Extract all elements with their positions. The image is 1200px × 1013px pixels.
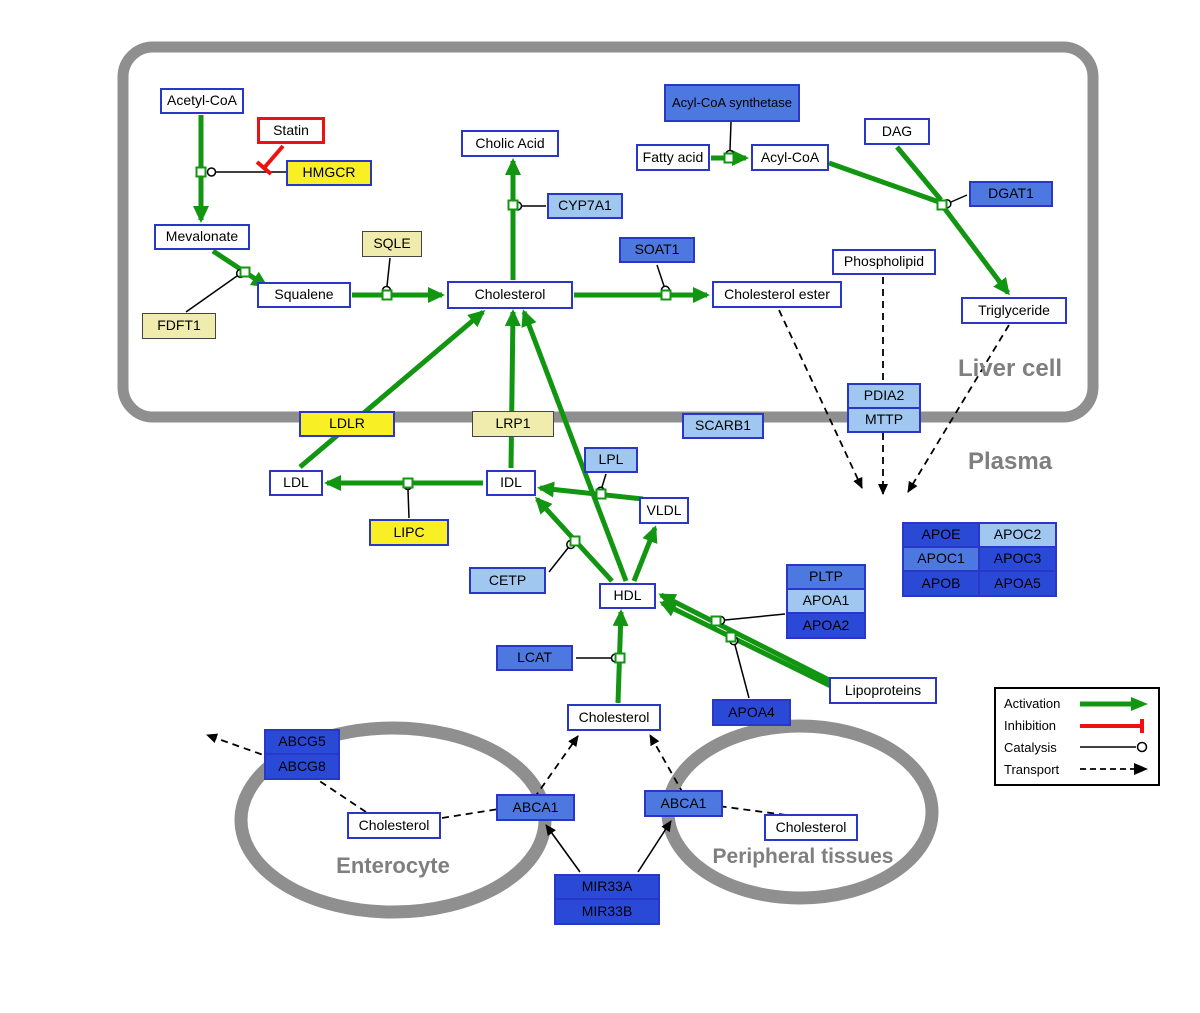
activation-arrow-icon [1080,696,1148,711]
node-fatty-acid[interactable]: Fatty acid [636,144,710,171]
node-sqle[interactable]: SQLE [362,231,422,257]
edge-cholesterol-abcg-lumen [206,733,367,813]
node-cholesterol-liver[interactable]: Cholesterol [447,281,573,309]
node-ldlr[interactable]: LDLR [299,411,395,437]
edge-soat1-catalysis [656,264,671,296]
reaction-nodes [195,152,948,664]
edge-lipoproteins-hdl-2 [659,600,845,695]
node-fdft1[interactable]: FDFT1 [142,313,216,339]
node-hdl[interactable]: HDL [599,583,656,609]
node-cetp[interactable]: CETP [469,567,546,594]
node-ldl[interactable]: LDL [269,470,323,496]
node-triglyceride[interactable]: Triglyceride [961,297,1067,324]
node-cholesterol-ester[interactable]: Cholesterol ester [712,281,842,308]
node-apoc2[interactable]: APOC2 [978,522,1057,548]
node-acyl-coa-synthetase[interactable]: Acyl-CoA synthetase [664,84,800,122]
node-cyp7a1[interactable]: CYP7A1 [547,193,623,219]
node-soat1[interactable]: SOAT1 [619,237,695,263]
inhibition-tbar-icon [1080,718,1144,733]
legend-inhibition-label: Inhibition [1004,718,1057,734]
edge-apoa4-catalysis [729,635,750,699]
edge-lipc-catalysis [403,480,413,519]
liver-cell-membrane [117,41,1099,423]
node-lrp1[interactable]: LRP1 [472,411,554,437]
edge-dgat1-catalysis [942,194,968,209]
node-apoe[interactable]: APOE [902,522,980,548]
node-lcat[interactable]: LCAT [496,645,573,671]
node-idl[interactable]: IDL [486,470,536,496]
node-apoa2[interactable]: APOA2 [786,612,866,639]
node-apoc3[interactable]: APOC3 [978,546,1057,572]
node-cholesterol-enterocyte[interactable]: Cholesterol [347,812,441,839]
edge-dag-dgat1rxn [895,145,943,202]
node-abcg8[interactable]: ABCG8 [264,753,340,780]
plasma-label: Plasma [968,448,1053,475]
edge-dgat1rxn-triglyceride [943,207,1010,296]
legend-activation-label: Activation [1004,696,1061,712]
node-apoa4[interactable]: APOA4 [712,699,791,726]
edge-statin-inhibition [262,144,285,170]
legend-catalysis-label: Catalysis [1004,739,1057,755]
node-cholesterol-peripheral[interactable]: Cholesterol [764,814,858,841]
node-scarb1[interactable]: SCARB1 [682,413,764,439]
liver-cell-label: Liver cell [958,355,1063,382]
legend-row-transport: Transport [1004,758,1150,780]
edge-lipoproteins-hdl-1 [658,592,833,684]
node-squalene[interactable]: Squalene [257,282,351,308]
edge-apoa1a2-catalysis [715,613,786,626]
edge-acylcoasynthetase-catalysis [725,121,735,160]
transport-dashed-arrow-icon [1080,763,1148,776]
edge-mir33-abca1-right [637,820,672,873]
node-cholesterol-plasma[interactable]: Cholesterol [567,704,661,731]
node-apoa1[interactable]: APOA1 [786,588,866,614]
catalysis-circle-icon [1080,742,1148,753]
node-apob[interactable]: APOB [902,570,980,597]
node-pdia2[interactable]: PDIA2 [847,383,921,409]
edge-fdft1-catalysis [185,268,246,313]
node-acyl-coa[interactable]: Acyl-CoA [751,144,829,171]
node-apoc1[interactable]: APOC1 [902,546,980,572]
edge-lpl-catalysis [595,473,607,497]
node-abca1-right[interactable]: ABCA1 [644,790,723,817]
edge-cetp-catalysis [548,539,576,573]
legend-row-inhibition: Inhibition [1004,715,1150,737]
enterocyte-label: Enterocyte [336,853,450,878]
node-cholic-acid[interactable]: Cholic Acid [461,130,559,157]
node-mttp[interactable]: MTTP [847,407,921,433]
edge-hdl-vldl [631,525,658,582]
node-pltp[interactable]: PLTP [786,564,866,590]
node-mevalonate[interactable]: Mevalonate [154,224,250,250]
node-lipoproteins[interactable]: Lipoproteins [829,677,937,704]
node-hmgcr[interactable]: HMGCR [286,160,372,186]
statin-inhibition-tbar [255,160,273,176]
node-acetyl-coa[interactable]: Acetyl-CoA [160,88,244,114]
edge-hdl-cholesterol [521,309,629,582]
edge-acylcoa-dgat1rxn [828,160,940,205]
edge-cholesterolester-plasma [778,309,863,489]
peripheral-tissues-label: Peripheral tissues [712,845,894,868]
node-phospholipid[interactable]: Phospholipid [832,249,936,275]
legend: Activation Inhibition Catalysis Transpor… [994,687,1160,786]
edge-triglyceride-plasma [907,324,1010,493]
node-abca1-left[interactable]: ABCA1 [496,794,575,821]
node-vldl[interactable]: VLDL [639,497,689,524]
node-lipc[interactable]: LIPC [369,519,449,546]
edge-ldl-cholesterol [298,310,486,469]
legend-transport-label: Transport [1004,761,1060,777]
node-apoa5[interactable]: APOA5 [978,570,1057,597]
edge-sqle-catalysis [381,257,392,296]
legend-row-activation: Activation [1004,693,1150,715]
node-mir33b[interactable]: MIR33B [554,898,660,925]
edge-vldl-idl [537,481,644,502]
legend-row-catalysis: Catalysis [1004,737,1150,759]
edge-idl-cholesterol [504,309,521,469]
node-abcg5[interactable]: ABCG5 [264,729,340,755]
node-statin[interactable]: Statin [257,117,325,144]
node-dgat1[interactable]: DGAT1 [969,181,1053,207]
node-lpl[interactable]: LPL [584,447,638,473]
node-dag[interactable]: DAG [864,118,930,145]
edge-mir33-abca1-left [545,824,581,873]
node-mir33a[interactable]: MIR33A [554,874,660,900]
